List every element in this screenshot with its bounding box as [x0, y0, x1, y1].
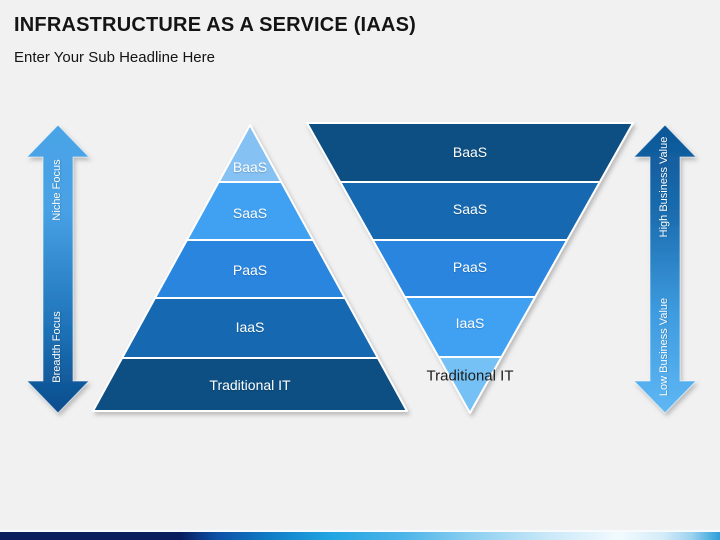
right-pyramid-layer-tip [437, 356, 503, 414]
left-pyramid-label-traditional-it: Traditional IT [209, 377, 291, 393]
left-focus-arrow-shape [26, 124, 90, 414]
left-pyramid-label-saas: SaaS [232, 205, 268, 221]
right-pyramid [306, 122, 634, 414]
right-arrow-label-high-business-value: High Business Value [658, 136, 670, 238]
footer-gradient-bar [0, 530, 720, 540]
left-pyramid-label-iaas: IaaS [235, 319, 265, 335]
left-arrow-label-breadth-focus: Breadth Focus [51, 311, 63, 383]
right-pyramid-label-saas: SaaS [452, 201, 488, 217]
right-value-arrow-shape [633, 124, 697, 414]
right-pyramid-label-paas: PaaS [452, 259, 488, 275]
slide-title: INFRASTRUCTURE AS A SERVICE (IAAS) [14, 14, 417, 36]
left-pyramid [92, 124, 408, 412]
left-arrow-label-niche-focus: Niche Focus [51, 159, 63, 221]
left-focus-arrow [26, 124, 90, 414]
right-pyramid-label-iaas: IaaS [455, 315, 485, 331]
right-arrow-label-low-business-value: Low Business Value [658, 297, 670, 397]
left-pyramid-label-baas: BaaS [232, 159, 268, 175]
right-value-arrow [633, 124, 697, 414]
footer-gradient-rect [0, 532, 720, 540]
left-pyramid-label-paas: PaaS [232, 262, 268, 278]
slide-subtitle: Enter Your Sub Headline Here [14, 49, 215, 66]
right-pyramid-label-traditional-it: Traditional IT [426, 367, 514, 385]
left-pyramid-layer-traditional-it [92, 357, 408, 412]
right-pyramid-label-baas: BaaS [452, 144, 488, 160]
